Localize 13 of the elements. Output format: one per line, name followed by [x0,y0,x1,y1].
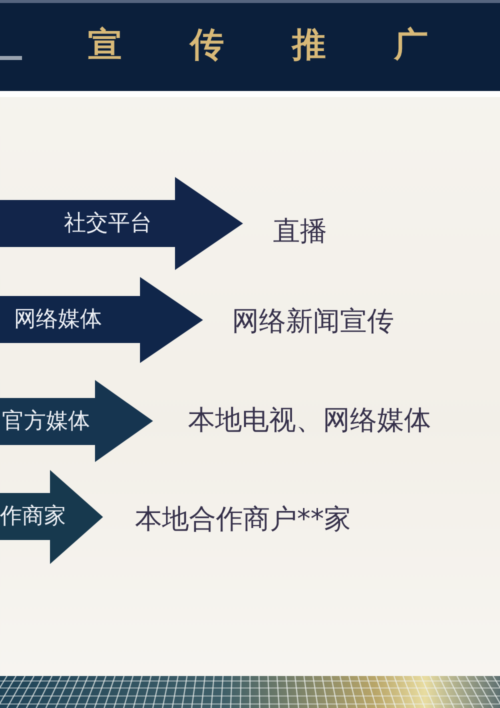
arrow-label: 网络媒体 [14,306,102,332]
arrow-label: 官方媒体 [2,408,90,434]
arrow-label: 社交平台 [64,210,152,236]
item-text: 网络新闻宣传 [232,306,394,338]
item-text: 本地电视、网络媒体 [188,405,431,437]
item-text: 直播 [273,216,327,248]
title: 宣传推广 [88,25,496,65]
arrow-shape [0,177,243,270]
item-text: 本地合作商户**家 [135,504,351,536]
arrow-label: 作商家 [0,504,66,530]
arrow-shape [0,380,153,462]
arrow-shape [0,277,203,363]
arrow-shape [0,470,103,564]
